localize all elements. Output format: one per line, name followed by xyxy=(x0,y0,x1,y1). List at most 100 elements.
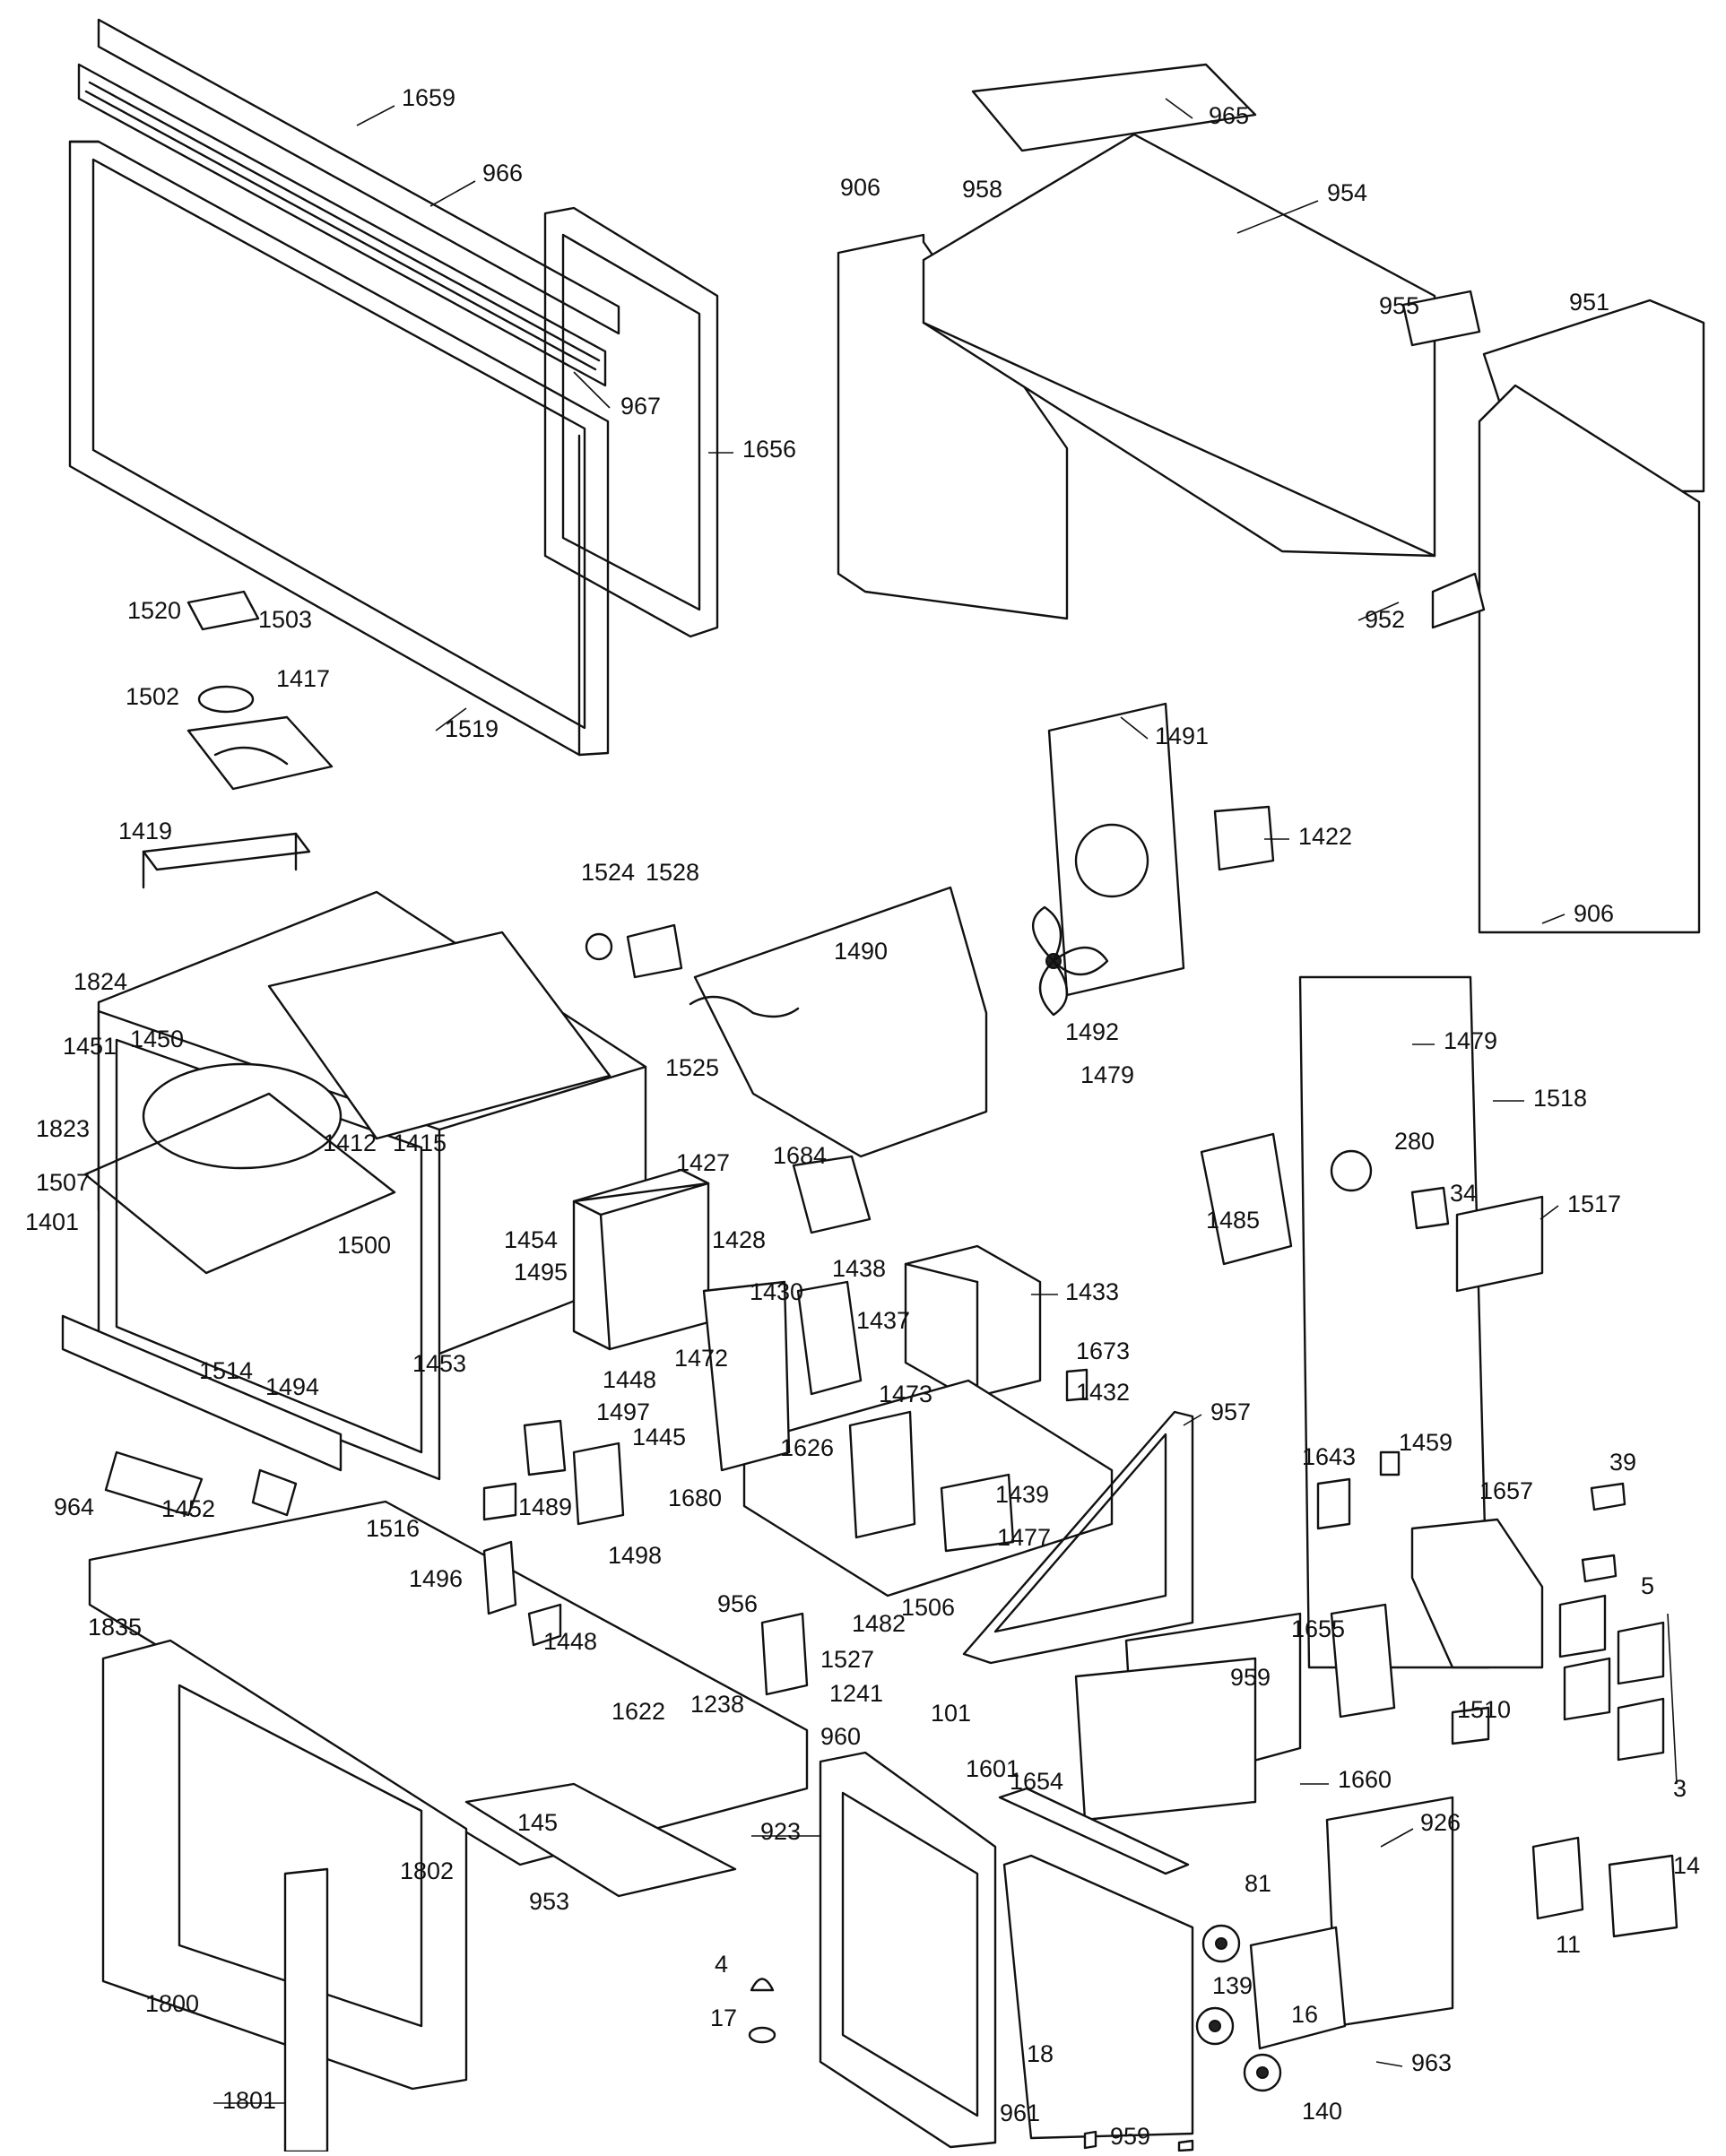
part-callout: 1654 xyxy=(1010,1768,1063,1795)
part-callout: 1500 xyxy=(337,1232,391,1259)
part-callout: 1485 xyxy=(1206,1207,1260,1234)
part-callout: 1800 xyxy=(145,1990,199,2017)
part-callout: 1428 xyxy=(712,1226,766,1253)
part-callout: 1525 xyxy=(665,1054,719,1081)
timer-switches xyxy=(1531,1482,1678,1938)
knobs xyxy=(748,1924,1282,2152)
part-callout: 1518 xyxy=(1533,1085,1587,1112)
part-callout: 39 xyxy=(1609,1449,1636,1476)
part-callout: 963 xyxy=(1411,2049,1452,2076)
blower-assembly xyxy=(585,702,1275,1158)
part-callout: 1524 xyxy=(581,859,635,886)
part-callout: 1448 xyxy=(603,1366,656,1393)
part-callout: 4 xyxy=(715,1951,728,1978)
part-callout: 139 xyxy=(1212,1972,1253,1999)
vent-grille-966 xyxy=(77,18,620,387)
oven-cavity-1401 xyxy=(83,890,647,1481)
part-callout: 967 xyxy=(620,393,661,420)
part-callout: 145 xyxy=(517,1809,558,1836)
part-callout: 14 xyxy=(1673,1852,1700,1879)
part-callout: 923 xyxy=(760,1818,801,1845)
part-callout: 953 xyxy=(529,1888,569,1915)
part-callout: 1433 xyxy=(1065,1278,1119,1305)
part-callout: 1479 xyxy=(1080,1061,1134,1088)
chassis-1432 xyxy=(702,1155,1114,1598)
part-callout: 1459 xyxy=(1399,1429,1453,1456)
part-callout: 1520 xyxy=(127,597,181,624)
part-callout: 18 xyxy=(1027,2040,1054,2067)
part-callout: 1503 xyxy=(258,606,312,633)
part-callout: 1489 xyxy=(518,1494,572,1520)
part-callout: 951 xyxy=(1569,289,1609,316)
part-callout: 965 xyxy=(1209,102,1249,129)
part-callout: 1673 xyxy=(1076,1338,1130,1364)
part-callout: 966 xyxy=(482,160,523,186)
part-callout: 1601 xyxy=(966,1755,1019,1782)
part-callout: 1835 xyxy=(88,1614,142,1641)
part-callout: 952 xyxy=(1365,606,1405,633)
part-callout: 1655 xyxy=(1291,1615,1345,1642)
part-callout: 1660 xyxy=(1338,1766,1392,1793)
part-callout: 1510 xyxy=(1457,1696,1511,1723)
part-callout: 954 xyxy=(1327,179,1367,206)
part-callout: 1452 xyxy=(161,1495,215,1522)
door-latch-strip xyxy=(61,1314,343,1517)
part-callout: 960 xyxy=(820,1723,861,1750)
part-callout: 1823 xyxy=(36,1115,90,1142)
part-callout: 1514 xyxy=(199,1357,253,1384)
part-callout: 1445 xyxy=(632,1424,686,1450)
part-callout: 1451 xyxy=(63,1033,117,1060)
part-callout: 1527 xyxy=(820,1646,874,1673)
part-callout: 1496 xyxy=(409,1565,463,1592)
gasket-1656 xyxy=(543,206,719,638)
part-callout: 1454 xyxy=(504,1226,558,1253)
part-callout: 1494 xyxy=(265,1373,319,1400)
part-callout: 958 xyxy=(962,176,1002,203)
part-callout: 1427 xyxy=(676,1149,730,1176)
part-callout: 1450 xyxy=(130,1026,184,1052)
part-callout: 1401 xyxy=(25,1208,79,1235)
part-callout: 1684 xyxy=(773,1142,827,1169)
part-callout: 957 xyxy=(1210,1398,1251,1425)
part-callout: 906 xyxy=(840,174,880,201)
base-plate-953 xyxy=(88,1500,809,1898)
part-callout: 1479 xyxy=(1444,1027,1497,1054)
part-callout: 1626 xyxy=(780,1434,834,1461)
part-callout: 961 xyxy=(1000,2100,1040,2126)
part-callout: 955 xyxy=(1379,292,1419,319)
control-frame-923 xyxy=(819,1751,1194,2149)
part-callout: 956 xyxy=(717,1590,758,1617)
part-callout: 280 xyxy=(1394,1128,1435,1155)
small-switches xyxy=(482,1368,1089,1696)
part-callout: 1412 xyxy=(323,1130,377,1156)
transformer-1433 xyxy=(904,1244,1042,1400)
part-callout: 17 xyxy=(710,2004,737,2031)
part-callout: 1517 xyxy=(1567,1191,1621,1217)
part-callout: 3 xyxy=(1673,1775,1687,1802)
part-callout: 16 xyxy=(1291,2001,1318,2028)
part-callout: 959 xyxy=(1230,1664,1271,1691)
part-callout: 1422 xyxy=(1298,823,1352,850)
control-panel-parts xyxy=(1074,975,1544,2050)
part-callout: 1656 xyxy=(742,436,796,463)
part-callout: 11 xyxy=(1556,1931,1581,1958)
part-callout: 1238 xyxy=(690,1691,744,1718)
part-callout: 1680 xyxy=(668,1485,722,1511)
part-callout: 1519 xyxy=(445,715,499,742)
part-callout: 5 xyxy=(1641,1572,1654,1599)
part-callout: 1643 xyxy=(1302,1443,1356,1470)
part-callout: 1473 xyxy=(879,1381,932,1407)
part-callout: 1430 xyxy=(750,1278,803,1305)
part-callout: 1491 xyxy=(1155,723,1209,749)
fan-blade-1492 xyxy=(1032,905,1109,1017)
part-callout: 1516 xyxy=(366,1515,420,1542)
part-callout: 1438 xyxy=(832,1255,886,1282)
stirrer-parts xyxy=(142,590,334,889)
part-callout: 1417 xyxy=(276,665,330,692)
part-callout: 1482 xyxy=(852,1610,906,1637)
part-callout: 1437 xyxy=(856,1307,910,1334)
part-callout: 1801 xyxy=(222,2087,276,2114)
